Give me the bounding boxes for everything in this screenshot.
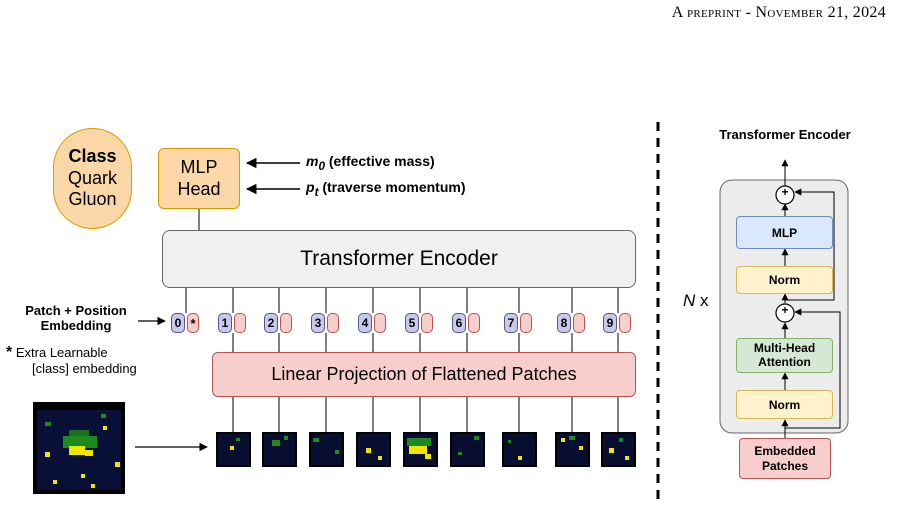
encoder-detail-title: Transformer Encoder	[719, 127, 851, 142]
projection-to-patch-lines	[232, 397, 619, 432]
jet-image	[33, 402, 125, 494]
token-position-label: 1	[221, 316, 229, 330]
token-position-label: 5	[408, 316, 416, 330]
pt-input-label: pt (traverse momentum)	[306, 179, 466, 199]
token-position-8: 8	[557, 313, 571, 333]
extra-learnable-note: * Extra Learnable [class] embedding	[6, 344, 166, 377]
mlp-head-line2: Head	[177, 178, 221, 199]
token-embedding-3	[327, 313, 339, 333]
token-position-label: 7	[507, 316, 515, 330]
repeat-n-label: N x	[683, 291, 709, 311]
token-position-5: 5	[405, 313, 419, 333]
pt-symbol: p	[306, 179, 315, 195]
patch-position-embedding-label: Patch + Position Embedding	[8, 303, 144, 334]
pt-description: (traverse momentum)	[322, 179, 466, 195]
detail-mlp-box: MLP	[736, 216, 833, 249]
image-patch-6	[450, 432, 485, 467]
patch-position-line2: Embedding	[40, 317, 112, 333]
token-position-label: 9	[606, 316, 614, 330]
transformer-encoder-box: Transformer Encoder	[162, 230, 636, 288]
repeat-x-symbol: x	[700, 291, 709, 310]
detail-attention-box: Multi-Head Attention	[736, 338, 833, 373]
token-position-3: 3	[311, 313, 325, 333]
m0-description: (effective mass)	[328, 153, 435, 169]
class-token-marker: *	[190, 315, 196, 331]
repeat-n-symbol: N	[683, 291, 696, 310]
token-position-6: 6	[452, 313, 466, 333]
embedded-line1: Embedded	[754, 444, 816, 459]
detail-norm-top-box: Norm	[736, 266, 833, 294]
token-embedding-7	[520, 313, 532, 333]
token-position-label: 6	[455, 316, 463, 330]
token-position-label: 3	[314, 316, 322, 330]
class-output-box: Class Quark Gluon	[53, 128, 132, 229]
page-header: A preprint - November 21, 2024	[671, 4, 886, 21]
patch-position-line1: Patch + Position	[25, 303, 127, 318]
image-patch-3	[309, 432, 344, 467]
token-position-9: 9	[603, 313, 617, 333]
token-embedding-5	[421, 313, 433, 333]
token-position-1: 1	[218, 313, 232, 333]
token-position-label: 8	[560, 316, 568, 330]
mlp-head-box: MLP Head	[158, 148, 240, 209]
m0-symbol: m	[306, 153, 319, 169]
token-position-label: 0	[174, 316, 182, 330]
token-position-4: 4	[358, 313, 372, 333]
class-label: Class	[68, 146, 117, 167]
residual-add-bottom	[775, 303, 795, 323]
plus-top-label: +	[781, 185, 789, 199]
mlp-head-line1: MLP	[180, 156, 218, 177]
token-embedding-8	[573, 313, 585, 333]
token-embedding-0: *	[187, 313, 199, 333]
token-embedding-9	[619, 313, 631, 333]
token-position-0: 0	[171, 313, 185, 333]
image-patch-4	[356, 432, 391, 467]
image-patch-9	[601, 432, 636, 467]
extra-learnable-line2: [class] embedding	[32, 361, 137, 377]
encoder-detail-arrows	[781, 159, 841, 438]
token-embedding-2	[280, 313, 292, 333]
m0-subscript: 0	[318, 159, 325, 173]
token-position-7: 7	[504, 313, 518, 333]
embedded-line2: Patches	[761, 458, 809, 473]
quark-label: Quark	[67, 167, 118, 188]
extra-learnable-star: *	[6, 344, 13, 361]
token-position-label: 4	[361, 316, 369, 330]
image-patch-2	[262, 432, 297, 467]
token-connectors	[185, 288, 619, 352]
token-position-2: 2	[264, 313, 278, 333]
attention-line2: Attention	[758, 354, 811, 369]
detail-embedded-patches-box: Embedded Patches	[739, 438, 831, 479]
gluon-label: Gluon	[68, 189, 117, 210]
image-patch-7	[502, 432, 537, 467]
token-embedding-1	[234, 313, 246, 333]
token-position-label: 2	[267, 316, 275, 330]
plus-bottom-label: +	[781, 303, 789, 317]
token-embedding-4	[374, 313, 386, 333]
image-patch-5	[403, 432, 438, 467]
m0-input-label: m0 (effective mass)	[306, 153, 435, 173]
pt-subscript: t	[314, 185, 319, 199]
extra-learnable-line1: Extra Learnable	[15, 345, 108, 360]
image-patch-8	[555, 432, 590, 467]
token-embedding-6	[468, 313, 480, 333]
linear-projection-box: Linear Projection of Flattened Patches	[212, 352, 636, 397]
residual-add-top	[775, 185, 795, 205]
detail-norm-bottom-box: Norm	[736, 390, 833, 419]
attention-line1: Multi-Head	[753, 340, 816, 355]
image-patch-1	[216, 432, 251, 467]
